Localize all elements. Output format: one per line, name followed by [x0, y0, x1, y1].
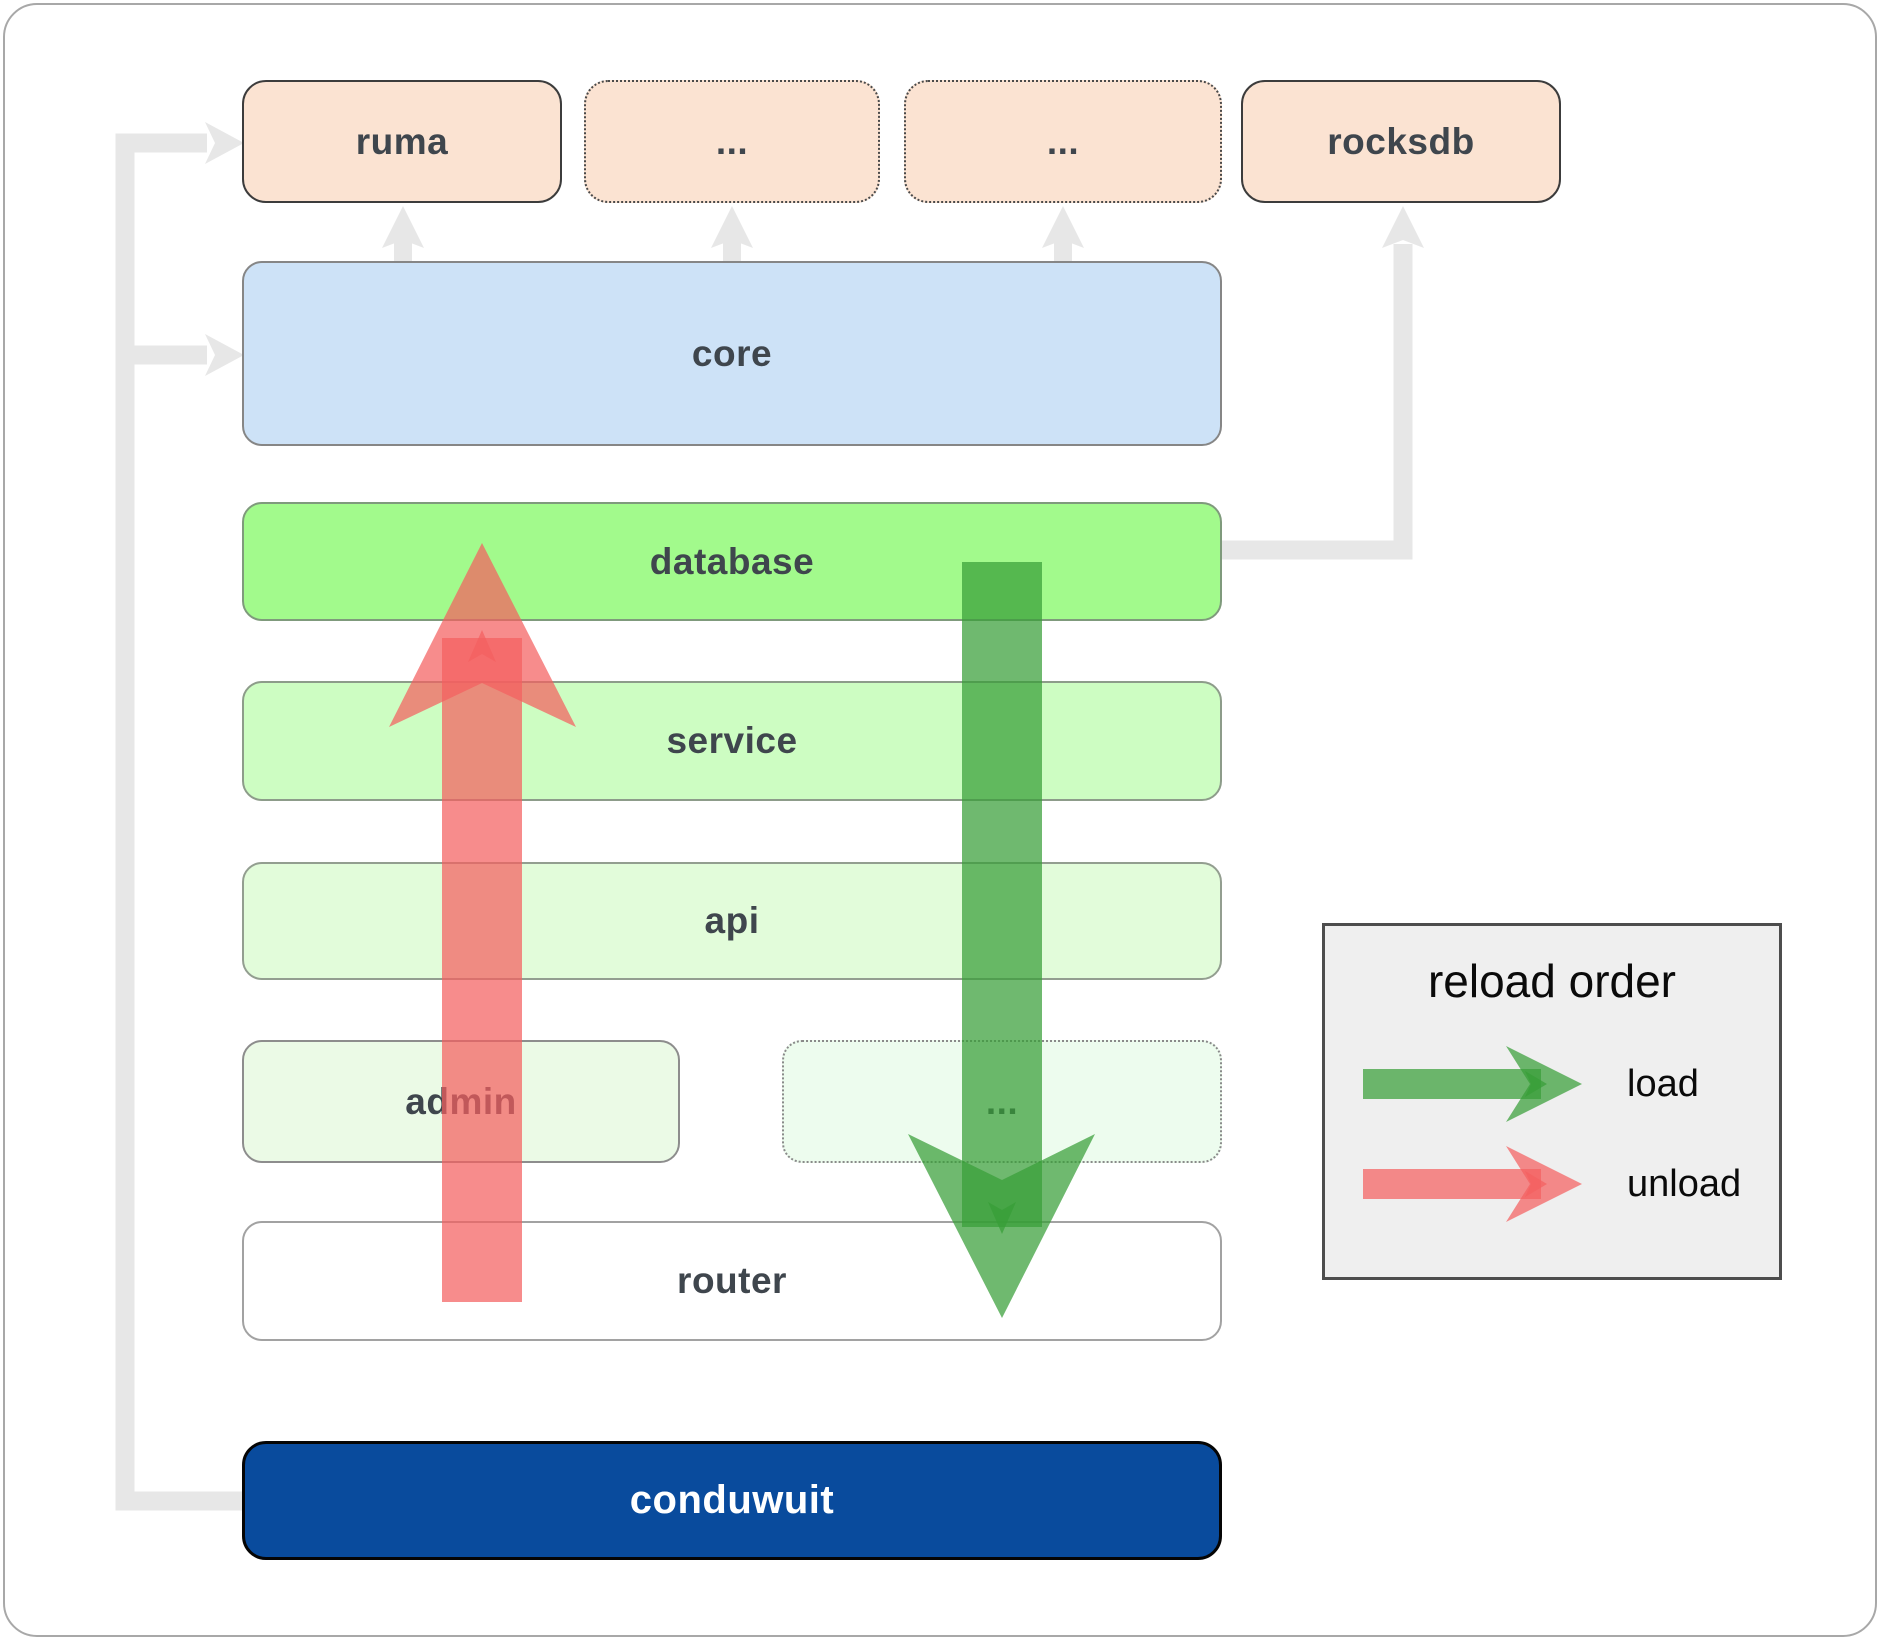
- node-dependency-more-2: ...: [904, 80, 1222, 203]
- core-to-ruma-arrow: [394, 240, 412, 262]
- node-api-label: api: [704, 900, 760, 941]
- node-conduwuit: conduwuit: [242, 1441, 1222, 1560]
- conduwuit-to-ruma-connector: [115, 133, 244, 1511]
- arrowhead-up-more2-icon: [1042, 206, 1084, 248]
- node-ruma: ruma: [242, 80, 562, 203]
- node-rocksdb: rocksdb: [1241, 80, 1561, 203]
- node-dependency-more-1: ...: [584, 80, 880, 203]
- legend-box: reload order load unload: [1322, 923, 1782, 1280]
- node-service: service: [242, 681, 1222, 801]
- arrowhead-up-more-icon: [711, 206, 753, 248]
- core-to-more-arrow: [723, 240, 741, 262]
- node-router-label: router: [677, 1260, 787, 1301]
- arrowhead-into-core-icon: [205, 334, 244, 376]
- node-service-label: service: [666, 720, 798, 761]
- node-core-label: core: [691, 332, 773, 374]
- arrowhead-up-ruma-icon: [382, 206, 424, 248]
- arrowhead-into-ruma-icon: [205, 122, 244, 164]
- node-admin: admin: [242, 1040, 680, 1163]
- node-more-2-label: ...: [1046, 120, 1080, 162]
- node-api: api: [242, 862, 1222, 980]
- load-arrow-icon: [1363, 1046, 1582, 1122]
- node-ruma-label: ruma: [355, 120, 449, 162]
- legend-load-label: load: [1627, 1063, 1699, 1105]
- database-to-rocksdb-connector: [1222, 244, 1413, 560]
- node-database-label: database: [649, 540, 815, 582]
- node-admin-label: admin: [405, 1080, 517, 1122]
- node-router: router: [242, 1221, 1222, 1341]
- legend-unload-label: unload: [1627, 1163, 1742, 1205]
- node-conduwuit-label: conduwuit: [629, 1478, 835, 1522]
- core-to-more2-arrow: [1054, 240, 1072, 262]
- node-core: core: [242, 261, 1222, 446]
- node-database: database: [242, 502, 1222, 621]
- node-admin-more-label: ...: [985, 1080, 1019, 1122]
- node-admin-more: ...: [782, 1040, 1222, 1163]
- node-more-1-label: ...: [715, 120, 749, 162]
- node-rocksdb-label: rocksdb: [1327, 120, 1475, 162]
- arrowhead-up-rocksdb-icon: [1382, 206, 1424, 248]
- unload-arrow-icon: [1363, 1146, 1582, 1222]
- legend-title: reload order: [1427, 955, 1677, 1007]
